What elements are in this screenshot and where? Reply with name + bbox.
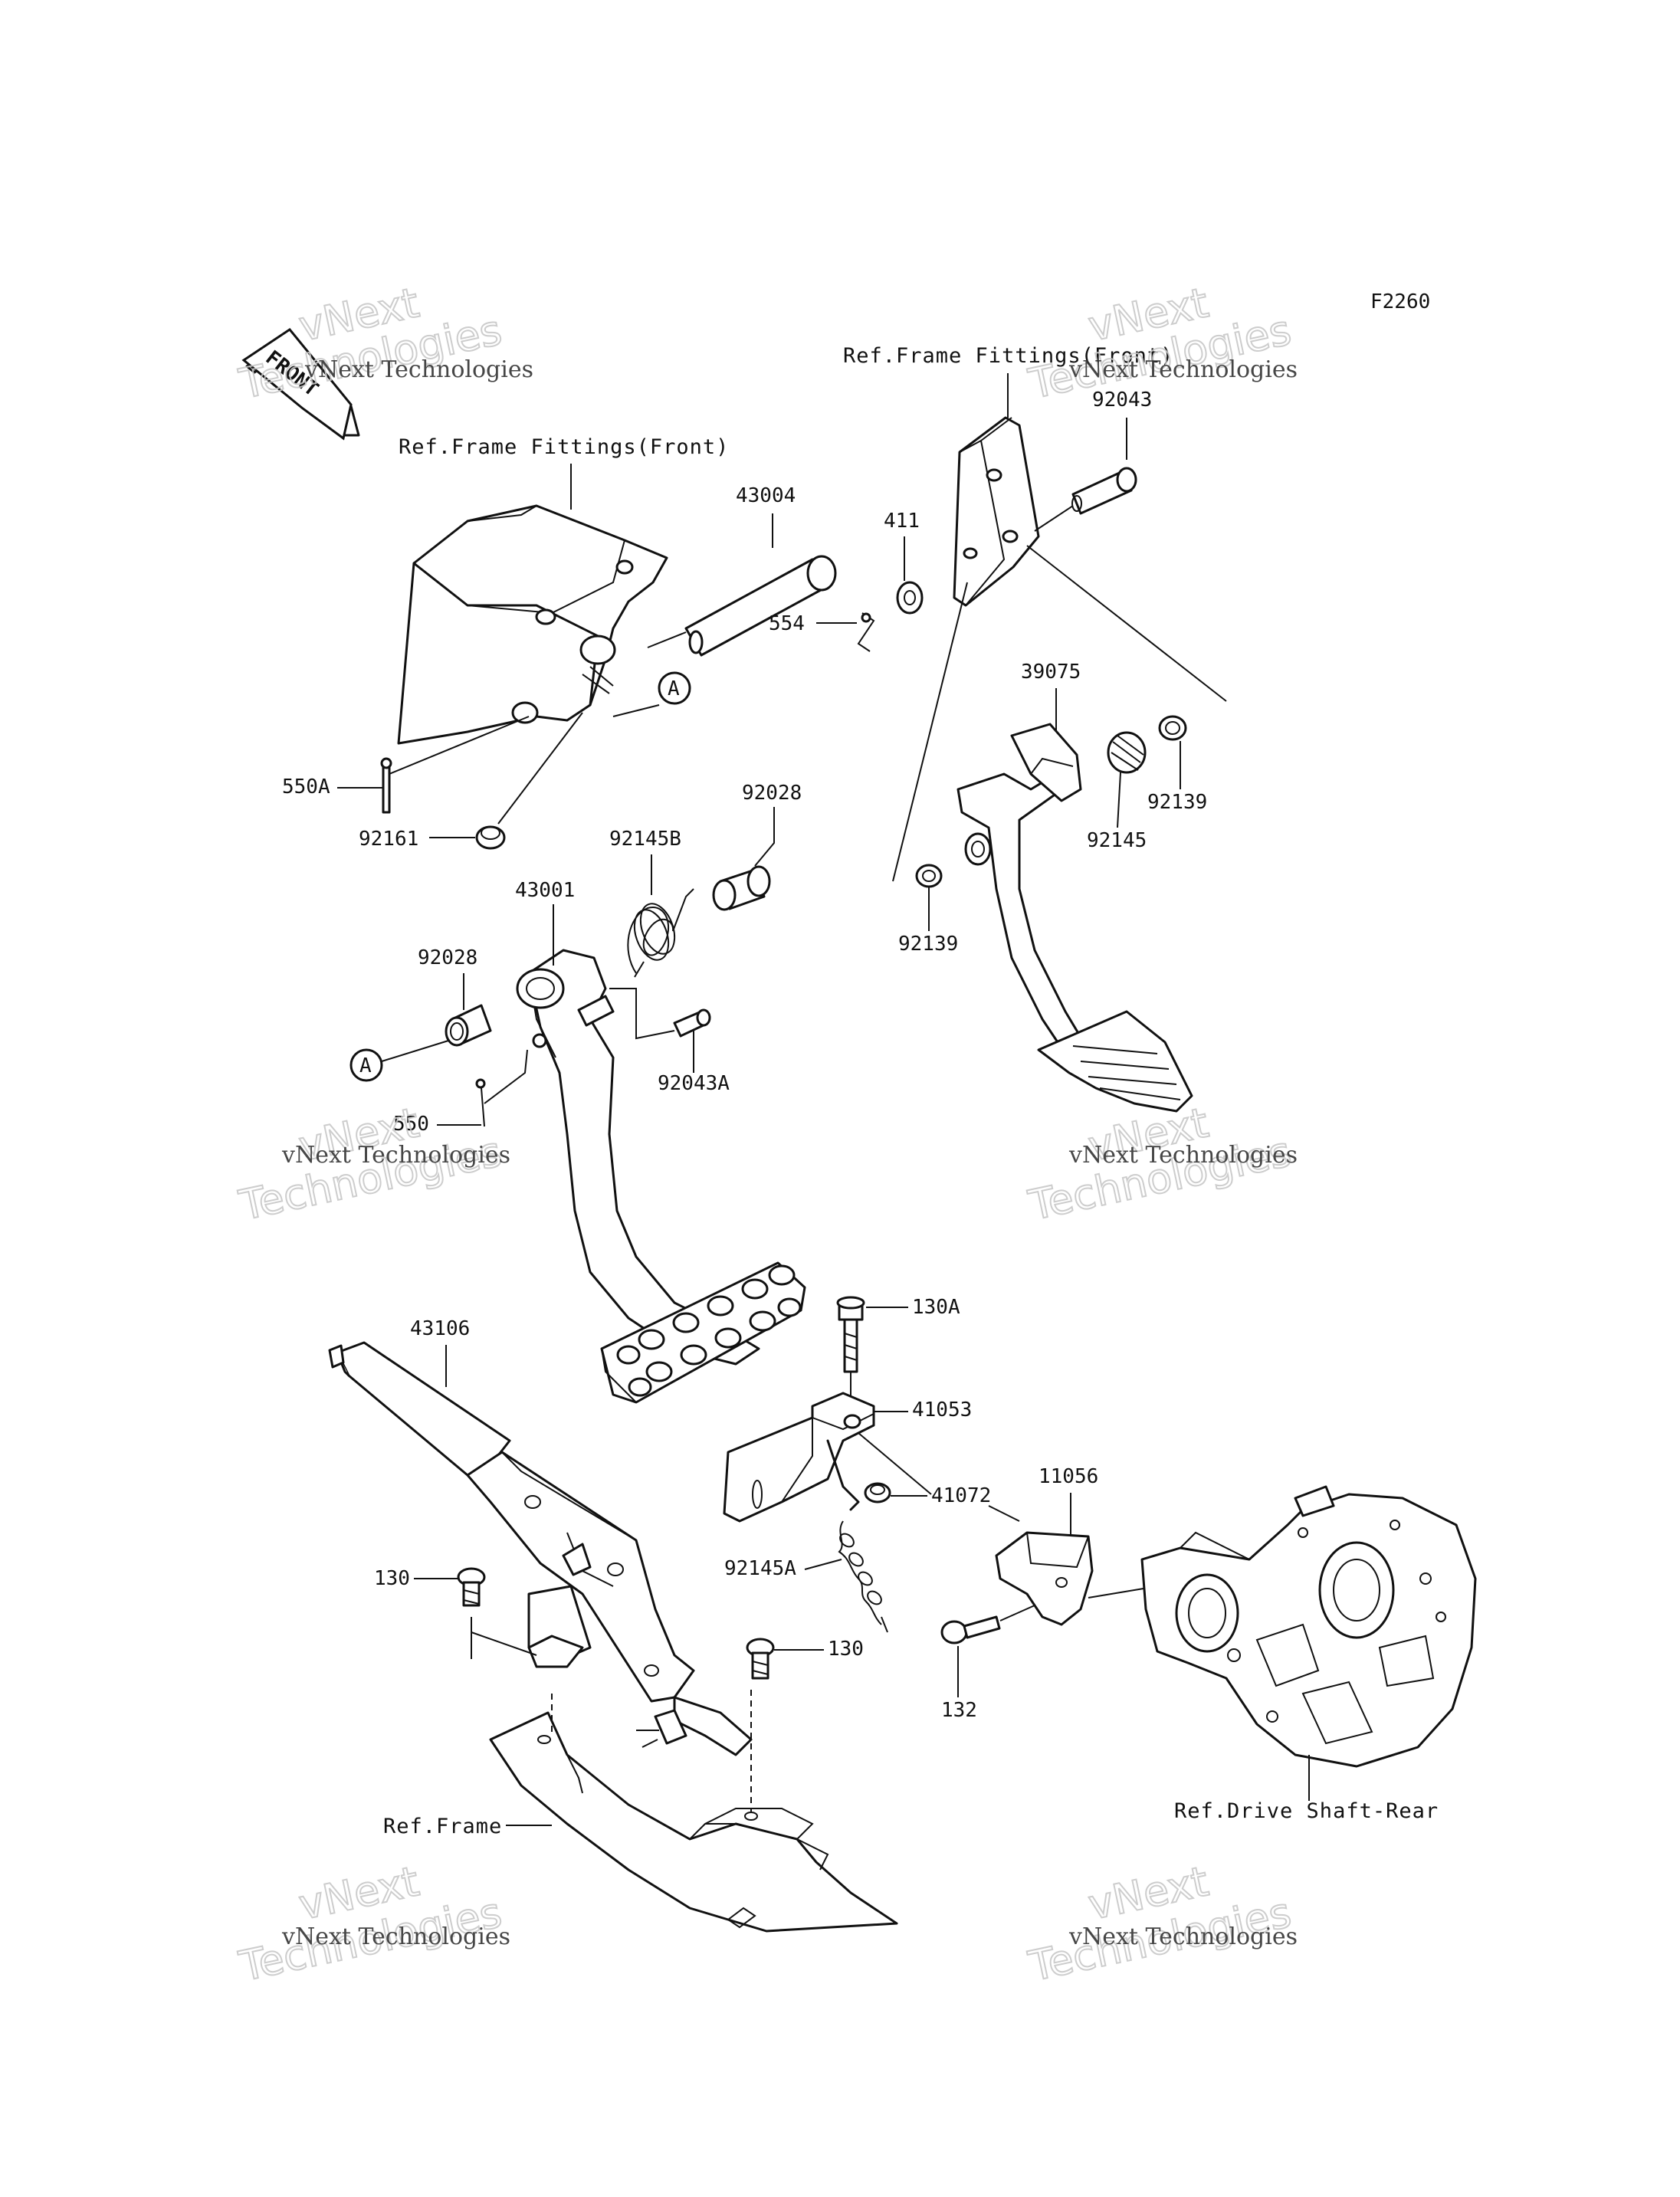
bushing-92139-left [915, 864, 943, 888]
callout-a-circle [658, 671, 691, 705]
bolt-130-left [457, 1567, 486, 1607]
nut-92161 [475, 825, 506, 850]
svg-text:vNext Technologies: vNext Technologies [304, 356, 533, 383]
label-130-left: 130 [374, 1567, 410, 1590]
pin-92043 [1071, 467, 1137, 515]
bracket-11056 [995, 1531, 1094, 1626]
bolt-132 [940, 1615, 1001, 1644]
label-43106: 43106 [410, 1317, 470, 1340]
label-92028-right: 92028 [742, 782, 802, 805]
label-550: 550 [393, 1113, 429, 1136]
pin-550a [380, 757, 392, 814]
watermark-bottom-right: vNext Technologies vNext Technologies [1024, 1856, 1298, 1992]
label-92028-left: 92028 [418, 946, 477, 969]
label-11056: 11056 [1039, 1465, 1098, 1488]
label-411: 411 [884, 510, 920, 533]
ref-frame-fittings-front-right: Ref.Frame Fittings(Front) [843, 344, 1173, 368]
washer-411 [896, 581, 924, 615]
label-41053: 41053 [912, 1399, 972, 1421]
bushing-92028-left [445, 1004, 492, 1047]
watermark-middle-left: vNext Technologies vNext Technologies [235, 1097, 510, 1231]
bushing-92139-right [1158, 715, 1187, 741]
svg-text:vNext Technologies: vNext Technologies [1068, 356, 1298, 383]
bracket-41053 [723, 1392, 875, 1523]
ref-frame: Ref.Frame [383, 1815, 502, 1838]
throttle-pedal [956, 723, 1193, 1113]
nut-41072 [864, 1482, 891, 1503]
pin-92043a [673, 1008, 711, 1038]
front-arrow-icon: FRONT [241, 327, 360, 441]
svg-text:vNext Technologies: vNext Technologies [281, 1923, 510, 1950]
pedal-bracket [397, 504, 668, 745]
label-92145: 92145 [1087, 829, 1147, 852]
watermark-bottom-left: vNext Technologies vNext Technologies [235, 1856, 510, 1992]
callout-a-top: A [668, 677, 680, 700]
ref-frame-fittings-front-left: Ref.Frame Fittings(Front) [399, 435, 729, 459]
callout-a-lower-circle [349, 1048, 383, 1082]
brake-pedal [516, 949, 806, 1404]
label-130-right: 130 [828, 1638, 864, 1661]
bushing-92028-right [712, 865, 771, 911]
bolt-130-right [746, 1638, 775, 1680]
callout-a-lower: A [359, 1054, 372, 1077]
label-92139-left: 92139 [898, 933, 958, 956]
svg-text:vNext Technologies: vNext Technologies [1068, 1142, 1298, 1169]
diagram-code: F2260 [1370, 290, 1430, 313]
label-130a: 130A [912, 1296, 960, 1319]
label-132: 132 [941, 1699, 977, 1722]
svg-text:vNext Technologies: vNext Technologies [281, 1142, 510, 1169]
label-92043a: 92043A [658, 1072, 730, 1095]
label-92145b: 92145B [609, 828, 681, 851]
label-43001: 43001 [515, 879, 575, 902]
label-550a: 550A [282, 776, 330, 798]
frame-section [489, 1711, 898, 1933]
label-43004: 43004 [736, 484, 796, 507]
label-92145a: 92145A [724, 1557, 796, 1580]
spring-92145a [838, 1520, 888, 1633]
watermark-middle-right: vNext Technologies vNext Technologies [1024, 1097, 1298, 1231]
label-92043: 92043 [1092, 389, 1152, 412]
pin-43004 [684, 555, 837, 657]
label-39075: 39075 [1021, 661, 1081, 684]
bolt-130a [836, 1296, 865, 1373]
svg-text:vNext Technologies: vNext Technologies [1068, 1923, 1298, 1950]
spring-92145 [1107, 731, 1147, 774]
spring-92145b [627, 888, 694, 978]
throttle-bracket [953, 416, 1040, 607]
parking-brake-lever [328, 1341, 753, 1756]
clip-554 [857, 612, 875, 652]
pin-550 [475, 1078, 486, 1127]
label-554: 554 [769, 612, 805, 635]
drive-shaft-rear-housing [1140, 1485, 1477, 1768]
ref-drive-shaft-rear: Ref.Drive Shaft-Rear [1174, 1799, 1439, 1823]
label-92139-right: 92139 [1147, 791, 1207, 814]
label-41072: 41072 [931, 1484, 991, 1507]
label-92161: 92161 [359, 828, 418, 851]
